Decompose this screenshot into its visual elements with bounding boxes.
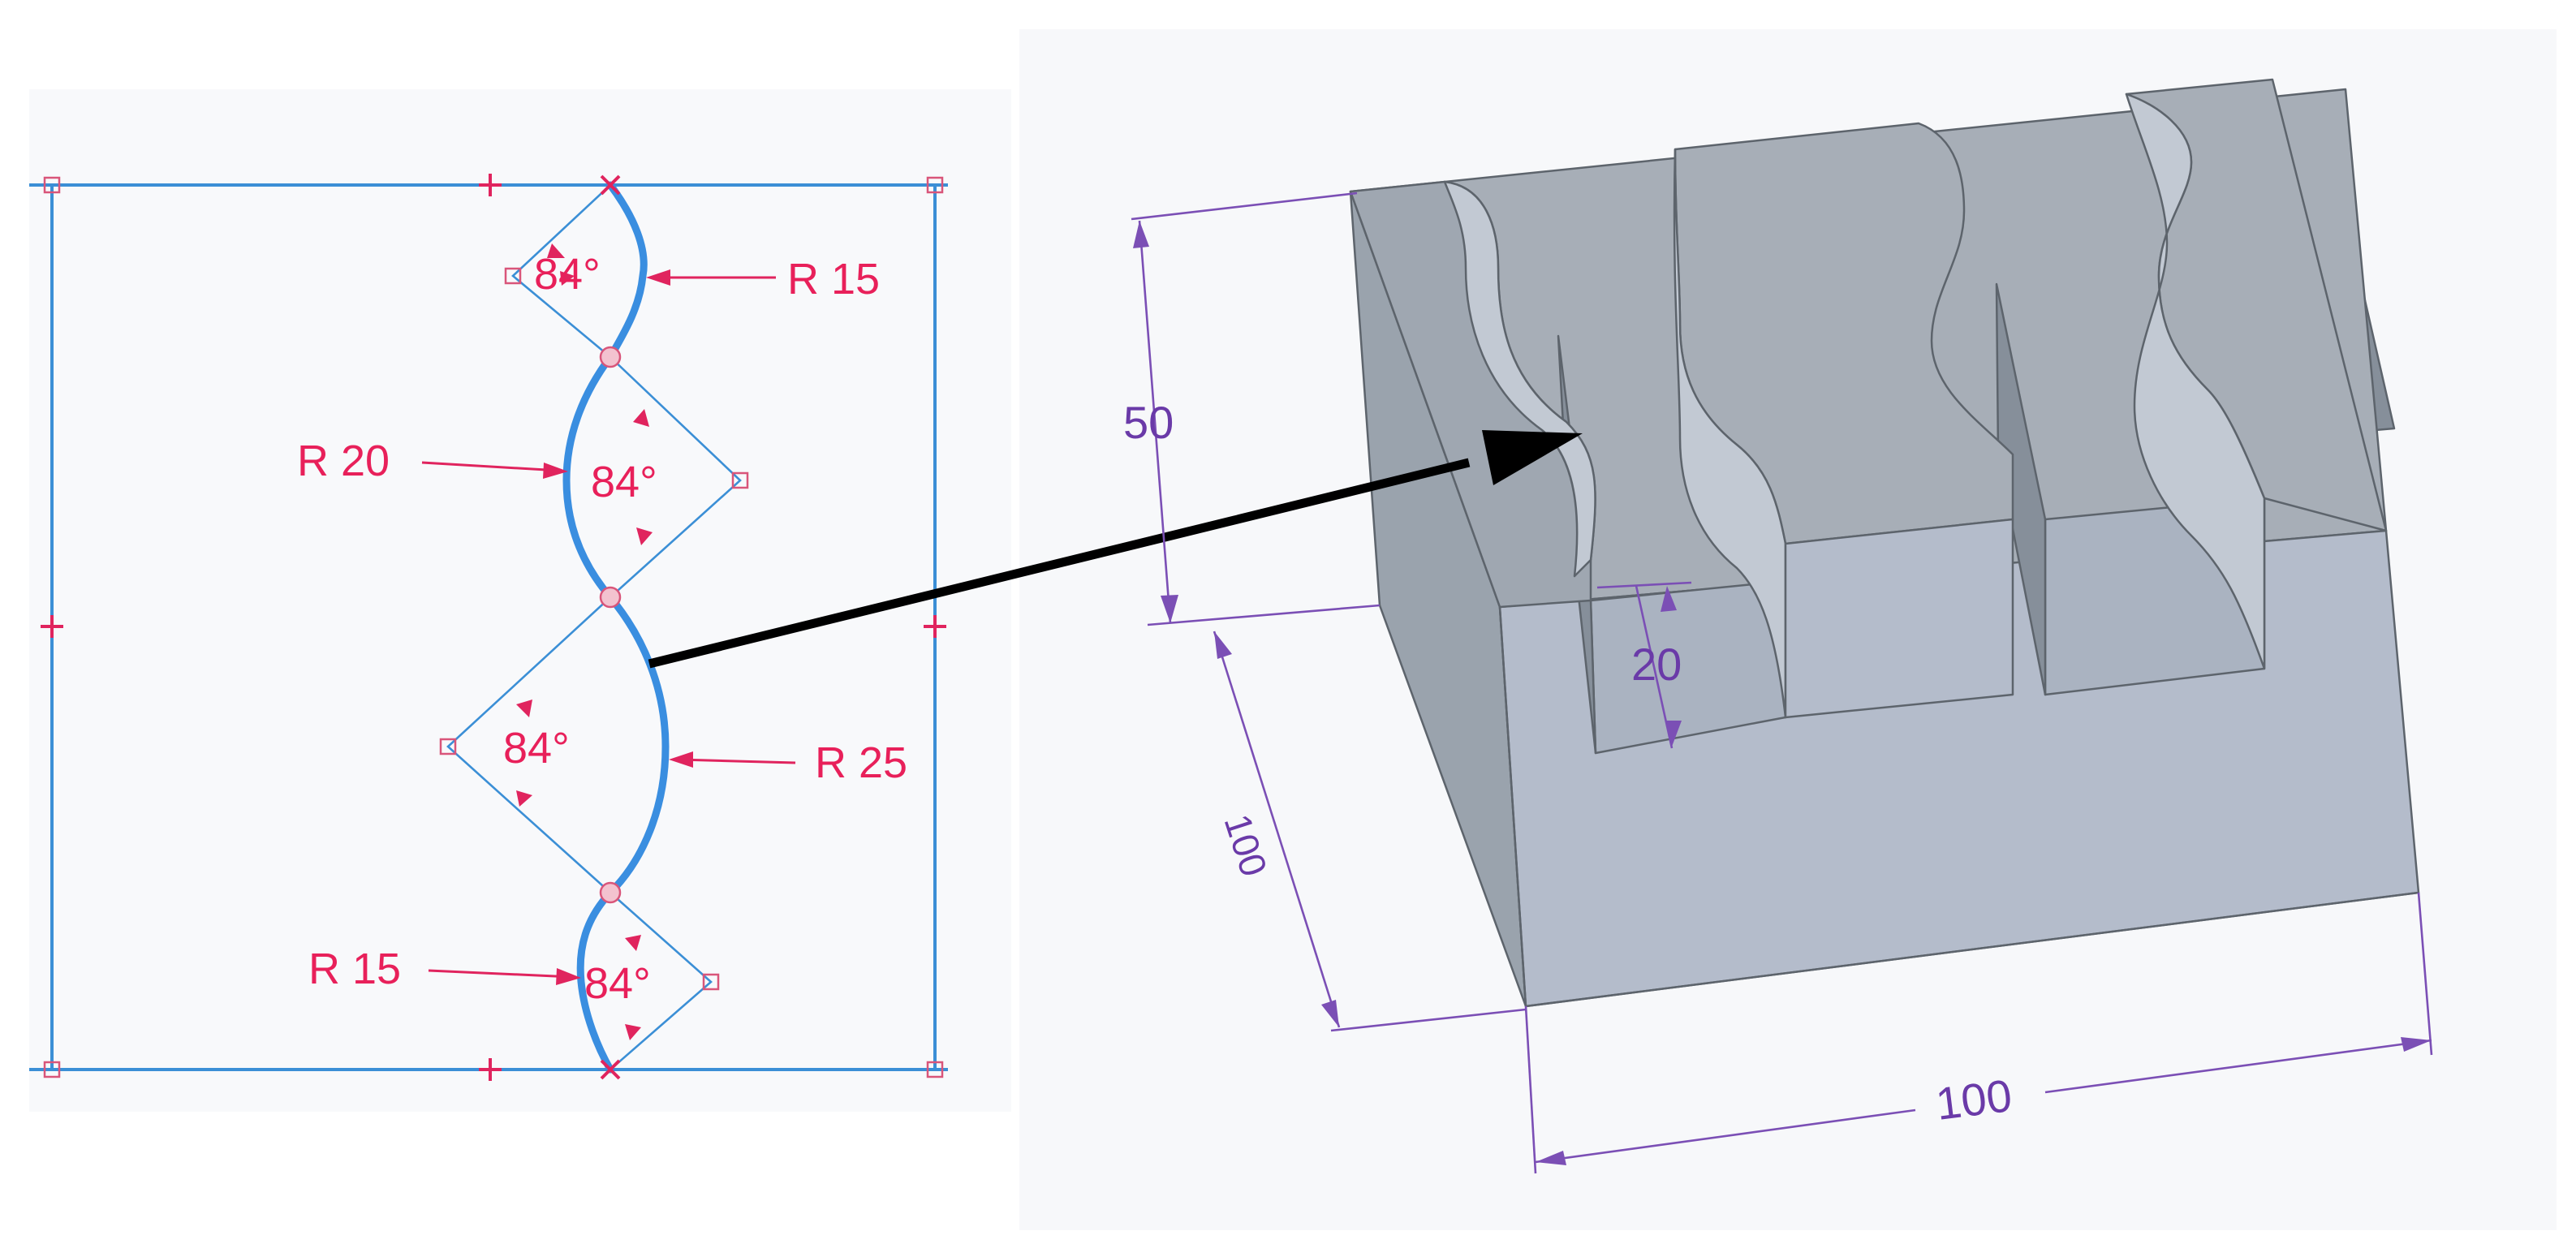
dimension-height: 50 [1123, 397, 1174, 448]
dimension-slot-depth: 20 [1631, 639, 1682, 690]
radius-label-r15-bottom: R 15 [308, 945, 401, 993]
profile-to-part-arrowhead [1482, 430, 1583, 485]
tangent-point-1 [599, 346, 622, 368]
dim-height [1131, 192, 1381, 626]
construction-lines-r20 [610, 356, 742, 598]
radius-leaders [421, 269, 796, 985]
front-bottom-edge [1525, 891, 2419, 1008]
radius-label-r25: R 25 [815, 738, 907, 787]
angle-arrows [516, 243, 653, 1040]
fin-right-waveface [2125, 93, 2266, 670]
tangent-point-3 [599, 881, 622, 904]
slot-2-wall [1995, 282, 2047, 696]
angle-label-4: 84° [584, 959, 651, 1008]
tangent-point-2 [599, 586, 622, 609]
corner-point-bottom-left [43, 1061, 61, 1078]
angle-label-2: 84° [591, 458, 657, 506]
corner-point-top-right [926, 176, 944, 194]
arc-center-r20 [731, 471, 749, 489]
constraint-markers [41, 174, 946, 1081]
sketch-panel: R 15 R 20 R 25 R 15 84° 84° 84° 84° [29, 89, 1011, 1112]
arc-center-r15-bottom [702, 973, 720, 991]
fin-center-waveface [1673, 148, 1787, 719]
angle-label-1: 84° [534, 250, 601, 299]
arc-center-r25 [439, 738, 457, 755]
corner-point-top-left [43, 176, 61, 194]
profile-to-part-arrow [648, 458, 1471, 669]
dim-slot-depth [1596, 581, 1692, 749]
construction-lines-r15-top [511, 184, 611, 358]
dimension-width: 100 [1933, 1070, 2014, 1130]
sketch-background [29, 89, 1011, 1112]
fin-left-waveface [1443, 180, 1596, 578]
construction-lines-r15-bottom [610, 892, 713, 1070]
fin-center-front [1784, 518, 2014, 719]
angle-label-3: 84° [503, 724, 570, 773]
construction-lines-r25 [446, 596, 611, 893]
corner-point-bottom-right [926, 1061, 944, 1078]
dim-width [1524, 892, 2433, 1174]
front-left-edge [1498, 606, 1527, 1007]
radius-label-r20: R 20 [297, 437, 390, 485]
arc-center-r15-top [504, 267, 522, 285]
radius-label-r15-top: R 15 [787, 255, 880, 303]
part-panel: 50 20 100 100 [648, 29, 2557, 1230]
dim-depth [1213, 631, 1527, 1032]
